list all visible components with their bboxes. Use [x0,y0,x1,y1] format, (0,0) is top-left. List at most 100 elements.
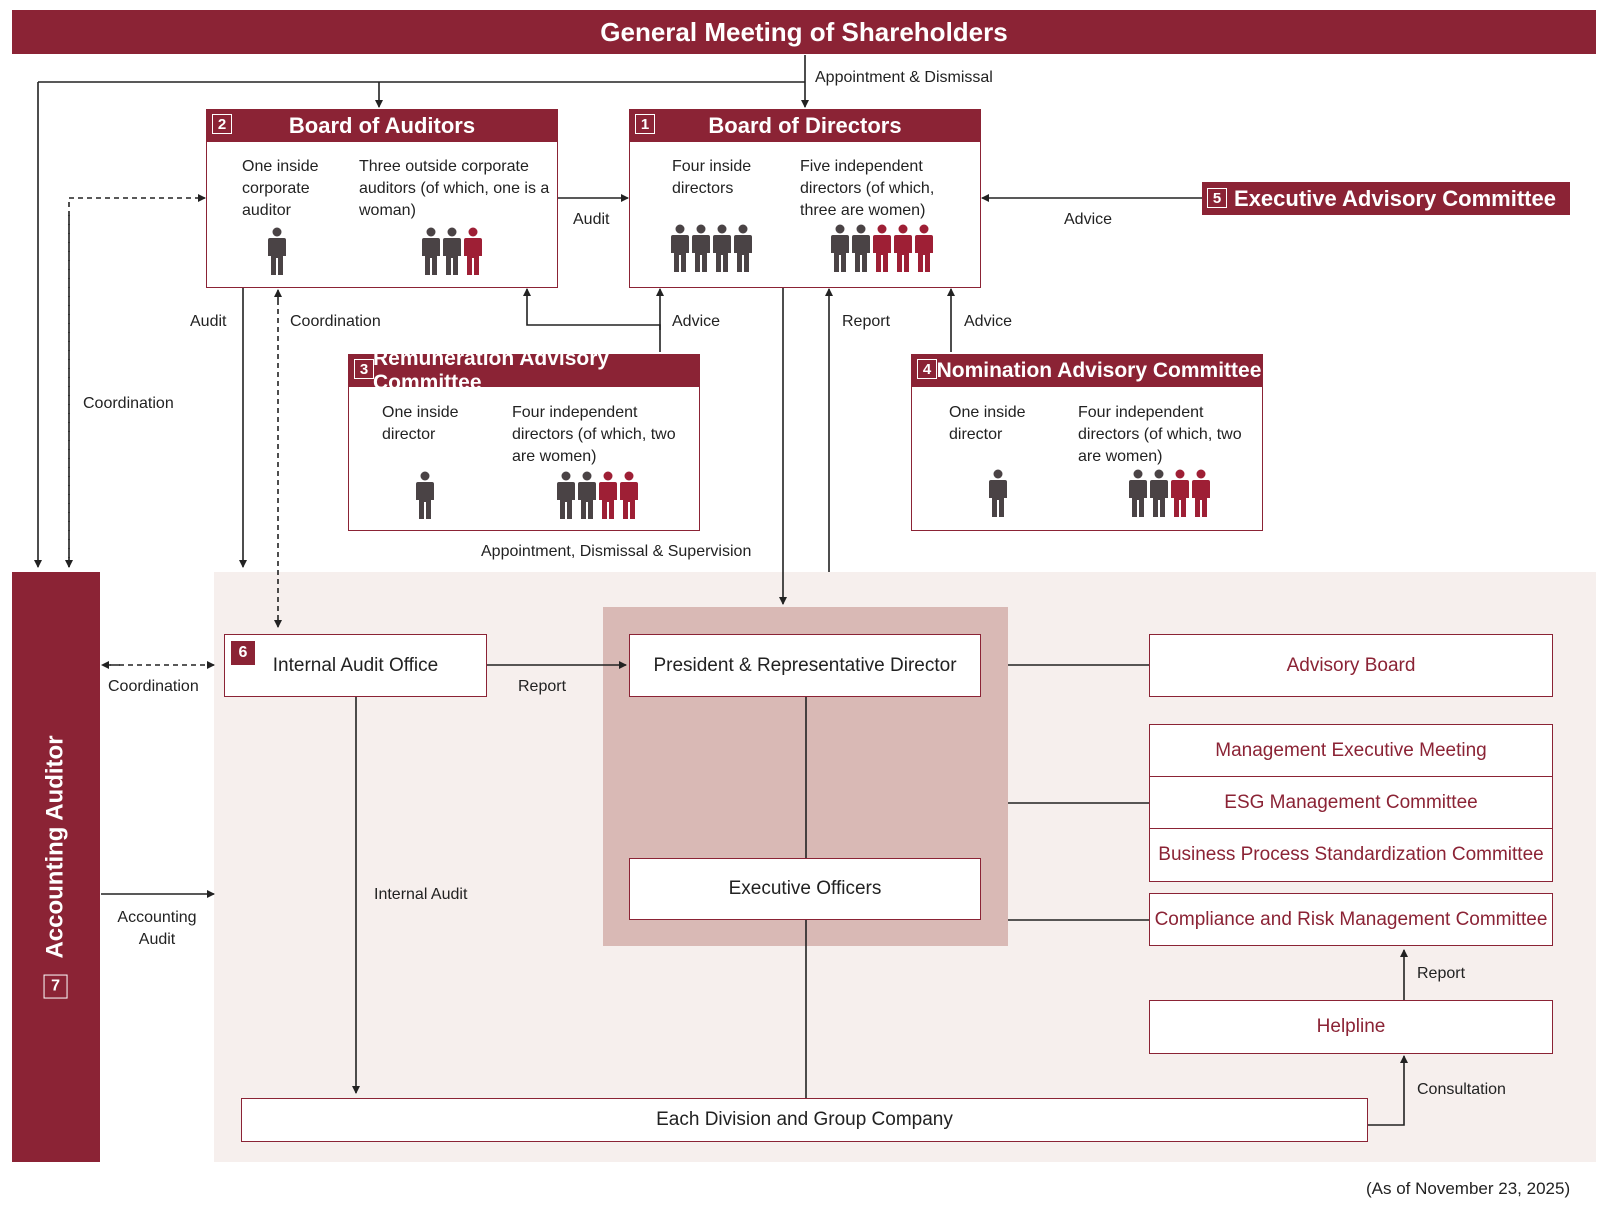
date-note: (As of November 23, 2025) [1366,1179,1571,1198]
accounting-auditor-number: 7 [44,974,69,999]
general-meeting-title: General Meeting of Shareholders [600,16,1008,47]
label-accounting: Accounting [117,909,197,926]
man-icon [713,224,731,272]
label-advice-executive: Advice [1064,211,1113,228]
label-audit-directors: Audit [573,211,610,228]
esg-committee-box: ESG Management Committee [1149,776,1553,830]
woman-icon [894,224,912,272]
accounting-auditor: 7 Accounting Auditor [12,572,100,1162]
nomination-header: 4 Nomination Advisory Committee [912,355,1262,387]
man-icon [1129,469,1147,517]
helpline-title: Helpline [1316,1016,1386,1037]
auditors-inside-text: One inside corporate auditor [242,158,319,219]
man-icon [443,227,461,275]
board-of-auditors: 2 Board of Auditors One inside corporate… [206,109,558,288]
label-advice-nomination: Advice [964,313,1013,330]
label-advice-remuneration: Advice [672,313,721,330]
executive-officers-title: Executive Officers [728,878,882,899]
nomination-outside-people [1128,469,1212,519]
directors-inside-people [670,224,754,274]
compliance-committee-title: Compliance and Risk Management Committee [1154,908,1548,930]
directors-outside-text: Five independent directors (of which, th… [800,158,935,219]
auditors-outside-people [421,227,484,277]
man-icon [578,471,596,519]
man-icon [734,224,752,272]
label-coordination-accounting: Coordination [108,678,199,695]
remuneration-outside-text: Four independent directors (of which, tw… [512,404,676,465]
man-icon [831,224,849,272]
remuneration-number: 3 [354,359,374,379]
bps-committee-title: Business Process Standardization Committ… [1158,844,1544,865]
woman-icon [915,224,933,272]
advisory-board-title: Advisory Board [1286,654,1416,676]
management-meeting-title: Management Executive Meeting [1215,740,1487,761]
auditors-inside-people [267,227,288,277]
man-icon [989,469,1007,517]
board-of-directors: 1 Board of Directors Four inside directo… [629,109,981,288]
label-coordination-auditors: Coordination [290,313,381,330]
board-of-auditors-header: 2 Board of Auditors [207,110,557,142]
woman-icon [1192,469,1210,517]
advisory-board-box: Advisory Board [1149,634,1553,697]
internal-audit-office: 6 Internal Audit Office [224,634,487,697]
board-of-auditors-number: 2 [212,114,232,134]
label-coordination-left: Coordination [83,395,174,412]
nomination-outside-text: Four independent directors (of which, tw… [1078,404,1242,465]
label-audit-down: Audit [190,313,227,330]
accounting-auditor-title: Accounting Auditor [42,735,70,959]
nomination-inside-text: One inside director [949,404,1026,443]
internal-audit-title: Internal Audit Office [272,654,439,676]
label-appointment-dismissal: Appointment & Dismissal [815,69,993,86]
executive-advisory-number: 5 [1207,188,1227,208]
woman-icon [620,471,638,519]
executive-advisory-title: Executive Advisory Committee [1234,185,1556,211]
man-icon [416,471,434,519]
remuneration-outside-people [556,471,640,521]
man-icon [852,224,870,272]
label-accounting-audit: Audit [138,931,176,948]
man-icon [1150,469,1168,517]
president-box: President & Representative Director [629,634,981,697]
directors-outside-people [830,224,935,274]
nomination-title: Nomination Advisory Committee [936,359,1262,382]
board-of-directors-header: 1 Board of Directors [630,110,980,142]
remuneration-header: 3 Remuneration Advisory Committee [349,347,699,394]
internal-audit-number: 6 [231,641,255,665]
board-of-directors-title: Board of Directors [708,113,902,138]
woman-icon [873,224,891,272]
remuneration-advisory-committee: 3 Remuneration Advisory Committee One in… [348,347,700,531]
woman-icon [1171,469,1189,517]
board-of-auditors-title: Board of Auditors [288,113,476,138]
executive-officers-box: Executive Officers [629,858,981,920]
general-meeting-banner: General Meeting of Shareholders [12,10,1596,54]
bps-committee-box: Business Process Standardization Committ… [1149,828,1553,882]
label-internal-audit: Internal Audit [374,886,468,903]
executive-advisory-committee: 5 Executive Advisory Committee [1202,182,1570,215]
remuneration-inside-people [415,471,436,521]
remuneration-inside-text: One inside director [382,404,459,443]
label-report-helpline: Report [1417,965,1466,982]
nomination-number: 4 [917,359,937,379]
compliance-committee-box: Compliance and Risk Management Committee [1149,893,1553,946]
man-icon [268,227,286,275]
man-icon [671,224,689,272]
each-division-title: Each Division and Group Company [656,1109,953,1130]
auditors-outside-text: Three outside corporate auditors (of whi… [359,158,550,219]
nomination-advisory-committee: 4 Nomination Advisory Committee One insi… [911,354,1263,531]
remuneration-title: Remuneration Advisory Committee [373,347,610,394]
helpline-box: Helpline [1149,1000,1553,1054]
directors-inside-text: Four inside directors [672,158,752,197]
woman-icon [599,471,617,519]
label-report-internal: Report [518,678,567,695]
woman-icon [464,227,482,275]
management-meeting-box: Management Executive Meeting [1149,724,1553,778]
man-icon [557,471,575,519]
each-division-box: Each Division and Group Company [241,1098,1368,1142]
label-report-up: Report [842,313,891,330]
label-consultation: Consultation [1417,1081,1506,1098]
board-of-directors-number: 1 [635,114,655,134]
esg-committee-title: ESG Management Committee [1224,792,1478,813]
president-title: President & Representative Director [653,654,957,676]
man-icon [692,224,710,272]
